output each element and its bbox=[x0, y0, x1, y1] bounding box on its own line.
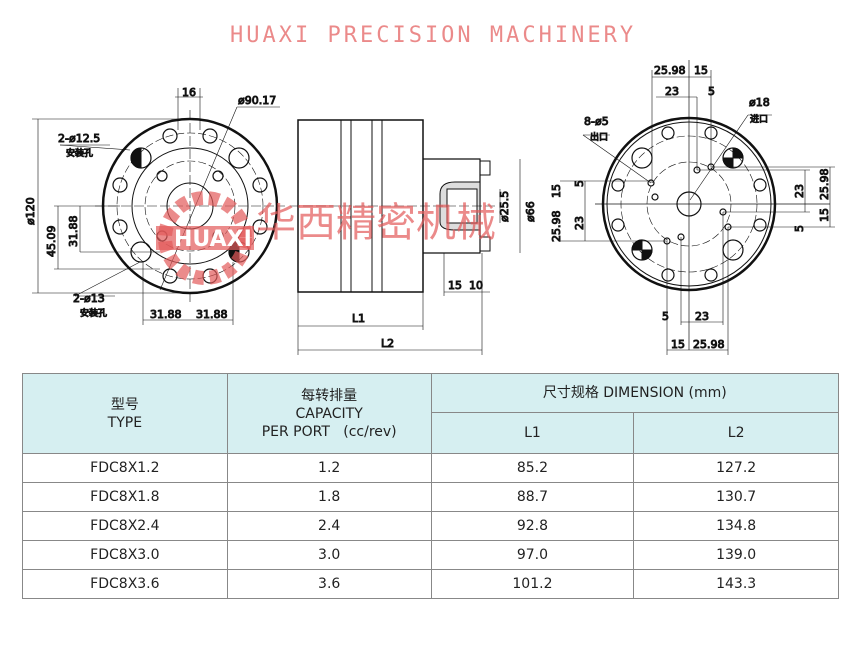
bot-5: 5 bbox=[662, 310, 669, 323]
cell-l2: 127.2 bbox=[633, 453, 839, 483]
right-15: 15 bbox=[818, 208, 831, 222]
side-view: L1 L2 ø25.5 ø66 15 10 bbox=[290, 119, 538, 355]
cell-l2: 130.7 bbox=[633, 482, 839, 512]
cell-capacity: 1.2 bbox=[226, 453, 432, 483]
dim-3188-r: 31.88 bbox=[196, 308, 228, 321]
cell-l1: 92.8 bbox=[430, 511, 635, 541]
rear-view: 25.98 15 23 5 8-ø5 出口 ø18 进口 5 15 25.98 … bbox=[550, 60, 835, 355]
header-cap-unit: PER PORT (cc/rev) bbox=[261, 423, 397, 440]
right-23: 23 bbox=[793, 184, 806, 198]
inlet-label: ø18 bbox=[749, 96, 770, 109]
dim-3188-v: 31.88 bbox=[67, 216, 80, 248]
cell-type: FDC8X2.4 bbox=[22, 511, 228, 541]
bot-15: 15 bbox=[671, 338, 685, 351]
cell-type: FDC8X1.2 bbox=[22, 453, 228, 483]
dim-15: 15 bbox=[448, 279, 462, 292]
outlet-note: 出口 bbox=[590, 131, 608, 143]
cell-capacity: 2.4 bbox=[226, 511, 432, 541]
cell-l2: 139.0 bbox=[633, 540, 839, 570]
header-l2: L2 bbox=[633, 412, 839, 454]
cell-l2: 143.3 bbox=[633, 569, 839, 599]
dim-L2: L2 bbox=[381, 337, 394, 350]
hole125-note: 安装孔 bbox=[66, 147, 93, 159]
header-cap-en: CAPACITY bbox=[295, 405, 363, 422]
bot-2598: 25.98 bbox=[693, 338, 725, 351]
left-2598: 25.98 bbox=[550, 211, 563, 243]
cell-capacity: 1.8 bbox=[226, 482, 432, 512]
cell-l2: 134.8 bbox=[633, 511, 839, 541]
dim-dia120: ø120 bbox=[24, 197, 37, 225]
cell-l1: 85.2 bbox=[430, 453, 635, 483]
cell-type: FDC8X1.8 bbox=[22, 482, 228, 512]
cell-type: FDC8X3.0 bbox=[22, 540, 228, 570]
header-type-cn: 型号 bbox=[110, 396, 139, 413]
front-view: 16 ø90.17 2-ø12.5 安装孔 ø120 45.09 31.88 2… bbox=[24, 86, 285, 325]
cell-capacity: 3.0 bbox=[226, 540, 432, 570]
watermark-logo-text: HUAXI bbox=[174, 227, 252, 252]
dim-dia66: ø66 bbox=[524, 201, 537, 222]
left-23: 23 bbox=[573, 216, 586, 230]
dim-dia90: ø90.17 bbox=[238, 94, 276, 107]
technical-drawing: 16 ø90.17 2-ø12.5 安装孔 ø120 45.09 31.88 2… bbox=[24, 23, 835, 355]
right-2598: 25.98 bbox=[818, 169, 831, 201]
left-5: 5 bbox=[573, 180, 586, 187]
inlet-note: 进口 bbox=[750, 114, 768, 125]
hole13-note: 安装孔 bbox=[80, 307, 107, 319]
dim-L1: L1 bbox=[352, 312, 365, 325]
cell-l1: 97.0 bbox=[430, 540, 635, 570]
bot-23: 23 bbox=[695, 310, 709, 323]
top-2598: 25.98 bbox=[654, 64, 686, 77]
header-type-en: TYPE bbox=[107, 414, 143, 431]
top-23: 23 bbox=[665, 85, 679, 98]
left-15: 15 bbox=[550, 184, 563, 198]
right-5: 5 bbox=[793, 225, 806, 232]
watermark-cn: 华西精密机械 bbox=[256, 200, 496, 246]
dim-16: 16 bbox=[182, 86, 196, 99]
cell-capacity: 3.6 bbox=[226, 569, 432, 599]
top-15: 15 bbox=[694, 64, 708, 77]
dim-10: 10 bbox=[469, 279, 483, 292]
header-dimension: 尺寸规格 DIMENSION (mm) bbox=[430, 373, 840, 413]
outlet-label: 8-ø5 bbox=[584, 115, 609, 128]
top-5: 5 bbox=[708, 85, 715, 98]
dim-hole125: 2-ø12.5 bbox=[58, 132, 100, 145]
header-l1: L1 bbox=[430, 412, 635, 454]
dim-hole13: 2-ø13 bbox=[73, 292, 105, 305]
watermark: HUAXI 华西精密机械 HUAXI PRECISION MACHINERY bbox=[156, 23, 636, 285]
dim-3188-l: 31.88 bbox=[150, 308, 182, 321]
dim-dia255: ø25.5 bbox=[498, 191, 511, 222]
header-cap-cn: 每转排量 bbox=[301, 387, 358, 404]
cell-l1: 101.2 bbox=[430, 569, 635, 599]
cell-type: FDC8X3.6 bbox=[22, 569, 228, 599]
dim-4509: 45.09 bbox=[45, 226, 58, 258]
watermark-en: HUAXI PRECISION MACHINERY bbox=[230, 23, 636, 48]
cell-l1: 88.7 bbox=[430, 482, 635, 512]
